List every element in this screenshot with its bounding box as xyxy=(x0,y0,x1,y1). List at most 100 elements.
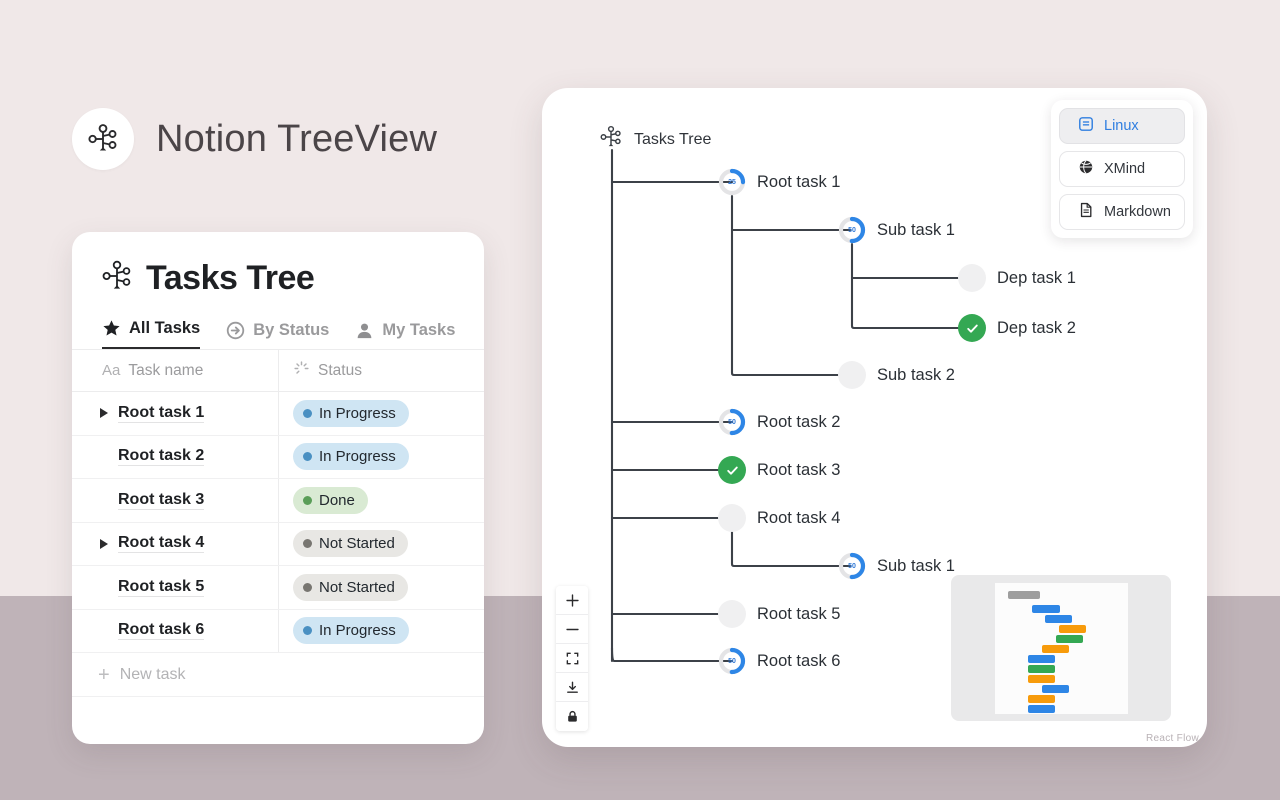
minimap-bar xyxy=(1031,604,1060,613)
status-badge[interactable]: Not Started xyxy=(293,573,408,601)
export-label: XMind xyxy=(1104,161,1146,177)
table-row[interactable]: Root task 4 Not Started xyxy=(72,522,484,566)
tasks-table-card: Tasks Tree All Tasks By Status xyxy=(72,232,484,744)
tab-my-tasks[interactable]: My Tasks xyxy=(355,321,455,349)
status-label: In Progress xyxy=(319,622,396,640)
xmind-globe-icon xyxy=(1078,159,1094,179)
minimap-bar xyxy=(1055,634,1083,643)
minimap-bar xyxy=(1027,704,1055,713)
export-button-markdown[interactable]: Markdown xyxy=(1059,194,1185,230)
export-button-xmind[interactable]: XMind xyxy=(1059,151,1185,187)
new-task-label: New task xyxy=(119,665,186,683)
task-name-cell[interactable]: Root task 3 xyxy=(72,479,279,522)
minimap-bar xyxy=(1041,684,1069,693)
tab-by-status[interactable]: By Status xyxy=(226,321,329,349)
status-dot-icon xyxy=(303,626,312,636)
node-progress-value: 25 xyxy=(728,178,736,186)
new-task-row[interactable]: + New task xyxy=(72,653,484,697)
tab-all-tasks[interactable]: All Tasks xyxy=(102,319,201,349)
node-empty-icon xyxy=(958,264,986,292)
task-status-cell[interactable]: In Progress xyxy=(279,436,484,479)
brand-header: Notion TreeView xyxy=(72,108,437,170)
expand-triangle-icon[interactable] xyxy=(98,538,110,550)
status-label: Done xyxy=(319,491,355,509)
node-progress-value: 50 xyxy=(728,418,736,426)
tree-root-node[interactable]: Tasks Tree xyxy=(600,124,711,155)
status-badge[interactable]: In Progress xyxy=(293,617,409,645)
tree-node[interactable]: Root task 3 xyxy=(718,456,840,484)
lock-button[interactable] xyxy=(556,702,588,731)
tree-node[interactable]: Dep task 2 xyxy=(958,314,1076,342)
status-badge[interactable]: In Progress xyxy=(293,399,409,427)
status-label: Not Started xyxy=(319,578,395,596)
minimap-viewport xyxy=(994,582,1128,714)
fit-view-button[interactable] xyxy=(556,644,588,673)
tree-node[interactable]: Dep task 1 xyxy=(958,264,1076,292)
task-status-cell[interactable]: Not Started xyxy=(279,566,484,609)
node-progress-value: 50 xyxy=(848,226,856,234)
plus-icon xyxy=(565,593,579,607)
table-title: Tasks Tree xyxy=(146,259,315,297)
task-status-cell[interactable]: Done xyxy=(279,479,484,522)
zoom-out-button[interactable] xyxy=(556,615,588,644)
tree-node-label: Root task 6 xyxy=(757,651,841,670)
status-label: In Progress xyxy=(319,448,396,466)
column-header-status[interactable]: Status xyxy=(279,350,484,391)
task-name-cell[interactable]: Root task 1 xyxy=(72,392,279,435)
task-status-cell[interactable]: In Progress xyxy=(279,392,484,435)
tree-nodes-icon xyxy=(72,108,134,170)
table-row[interactable]: Root task 6 In Progress xyxy=(72,609,484,653)
node-empty-icon xyxy=(838,361,866,389)
tree-node-label: Root task 2 xyxy=(757,412,841,431)
status-dot-icon xyxy=(303,452,312,462)
export-button-linux[interactable]: Linux xyxy=(1059,108,1185,144)
task-status-cell[interactable]: In Progress xyxy=(279,610,484,653)
minimap-bar xyxy=(1027,694,1055,703)
download-button[interactable] xyxy=(556,673,588,702)
table-row[interactable]: Root task 3 Done xyxy=(72,479,484,523)
column-label: Status xyxy=(318,361,362,379)
tree-node[interactable]: Sub task 2 xyxy=(838,361,955,389)
status-badge[interactable]: In Progress xyxy=(293,443,409,471)
task-status-cell[interactable]: Not Started xyxy=(279,523,484,566)
task-name-cell[interactable]: Root task 2 xyxy=(72,435,279,478)
status-dot-icon xyxy=(303,582,312,592)
table-row[interactable]: Root task 5 Not Started xyxy=(72,566,484,610)
column-header-task-name[interactable]: Aa Task name xyxy=(72,350,279,391)
task-name-cell[interactable]: Root task 4 xyxy=(72,522,279,565)
tab-label: By Status xyxy=(253,321,330,339)
fit-screen-icon xyxy=(566,652,578,664)
node-progress-ring: 25 xyxy=(718,168,746,196)
minimap[interactable] xyxy=(951,575,1171,721)
table-row[interactable]: Root task 1 In Progress xyxy=(72,392,484,436)
task-name-label: Root task 6 xyxy=(118,621,205,641)
status-badge[interactable]: Done xyxy=(293,486,368,514)
task-name-cell[interactable]: Root task 5 xyxy=(72,566,279,609)
star-icon xyxy=(102,319,121,338)
tree-root-label: Tasks Tree xyxy=(634,130,712,148)
minimap-bar xyxy=(1058,624,1086,633)
tree-node[interactable]: 50 Root task 2 xyxy=(718,408,840,436)
tree-node[interactable]: 50 Sub task 1 xyxy=(838,552,955,580)
tree-node[interactable]: Root task 4 xyxy=(718,504,840,532)
lock-icon xyxy=(567,710,577,722)
status-badge[interactable]: Not Started xyxy=(293,530,408,558)
minus-icon xyxy=(565,628,579,630)
tree-nodes-icon xyxy=(102,258,132,299)
node-progress-ring: 50 xyxy=(838,552,866,580)
tree-node[interactable]: Root task 5 xyxy=(718,600,840,628)
table-column-headers: Aa Task name Status xyxy=(72,350,484,392)
tree-node-label: Sub task 1 xyxy=(877,556,955,575)
tab-label: My Tasks xyxy=(382,321,456,339)
expand-triangle-icon[interactable] xyxy=(98,407,110,419)
text-aa-icon: Aa xyxy=(102,362,121,379)
table-row[interactable]: Root task 2 In Progress xyxy=(72,435,484,479)
zoom-in-button[interactable] xyxy=(556,586,588,615)
task-name-cell[interactable]: Root task 6 xyxy=(72,609,279,652)
page-title: Notion TreeView xyxy=(156,117,438,160)
